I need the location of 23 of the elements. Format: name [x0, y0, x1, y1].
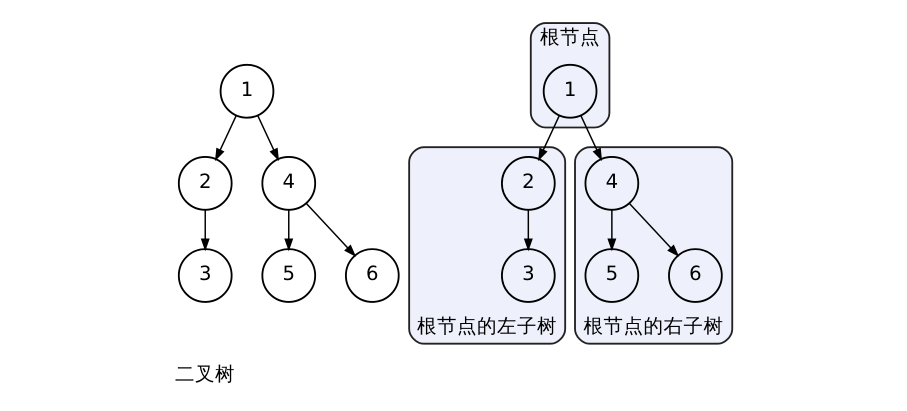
node-circle: 6 [668, 248, 722, 303]
arrow [256, 115, 278, 162]
node-circle: 1 [219, 64, 274, 119]
node-circle: 3 [500, 248, 556, 303]
arrow [538, 115, 560, 162]
arrow [284, 210, 293, 252]
label: 二叉树 [174, 362, 235, 386]
node-circle: 6 [344, 248, 400, 303]
node-circle: 2 [500, 156, 556, 211]
arrow [305, 203, 356, 257]
node-circle: 1 [542, 64, 597, 119]
node-circle: 2 [177, 156, 232, 211]
node-circle: 3 [177, 248, 232, 303]
arrow [523, 210, 532, 252]
node-circle: 5 [584, 248, 639, 303]
node-circle: 4 [584, 156, 639, 211]
arrow [200, 210, 210, 252]
arrow [580, 115, 602, 162]
arrow [214, 115, 236, 162]
arrow [628, 203, 679, 257]
arrow [606, 210, 616, 252]
node-circle: 5 [260, 248, 316, 303]
node-circle: 4 [260, 156, 316, 211]
